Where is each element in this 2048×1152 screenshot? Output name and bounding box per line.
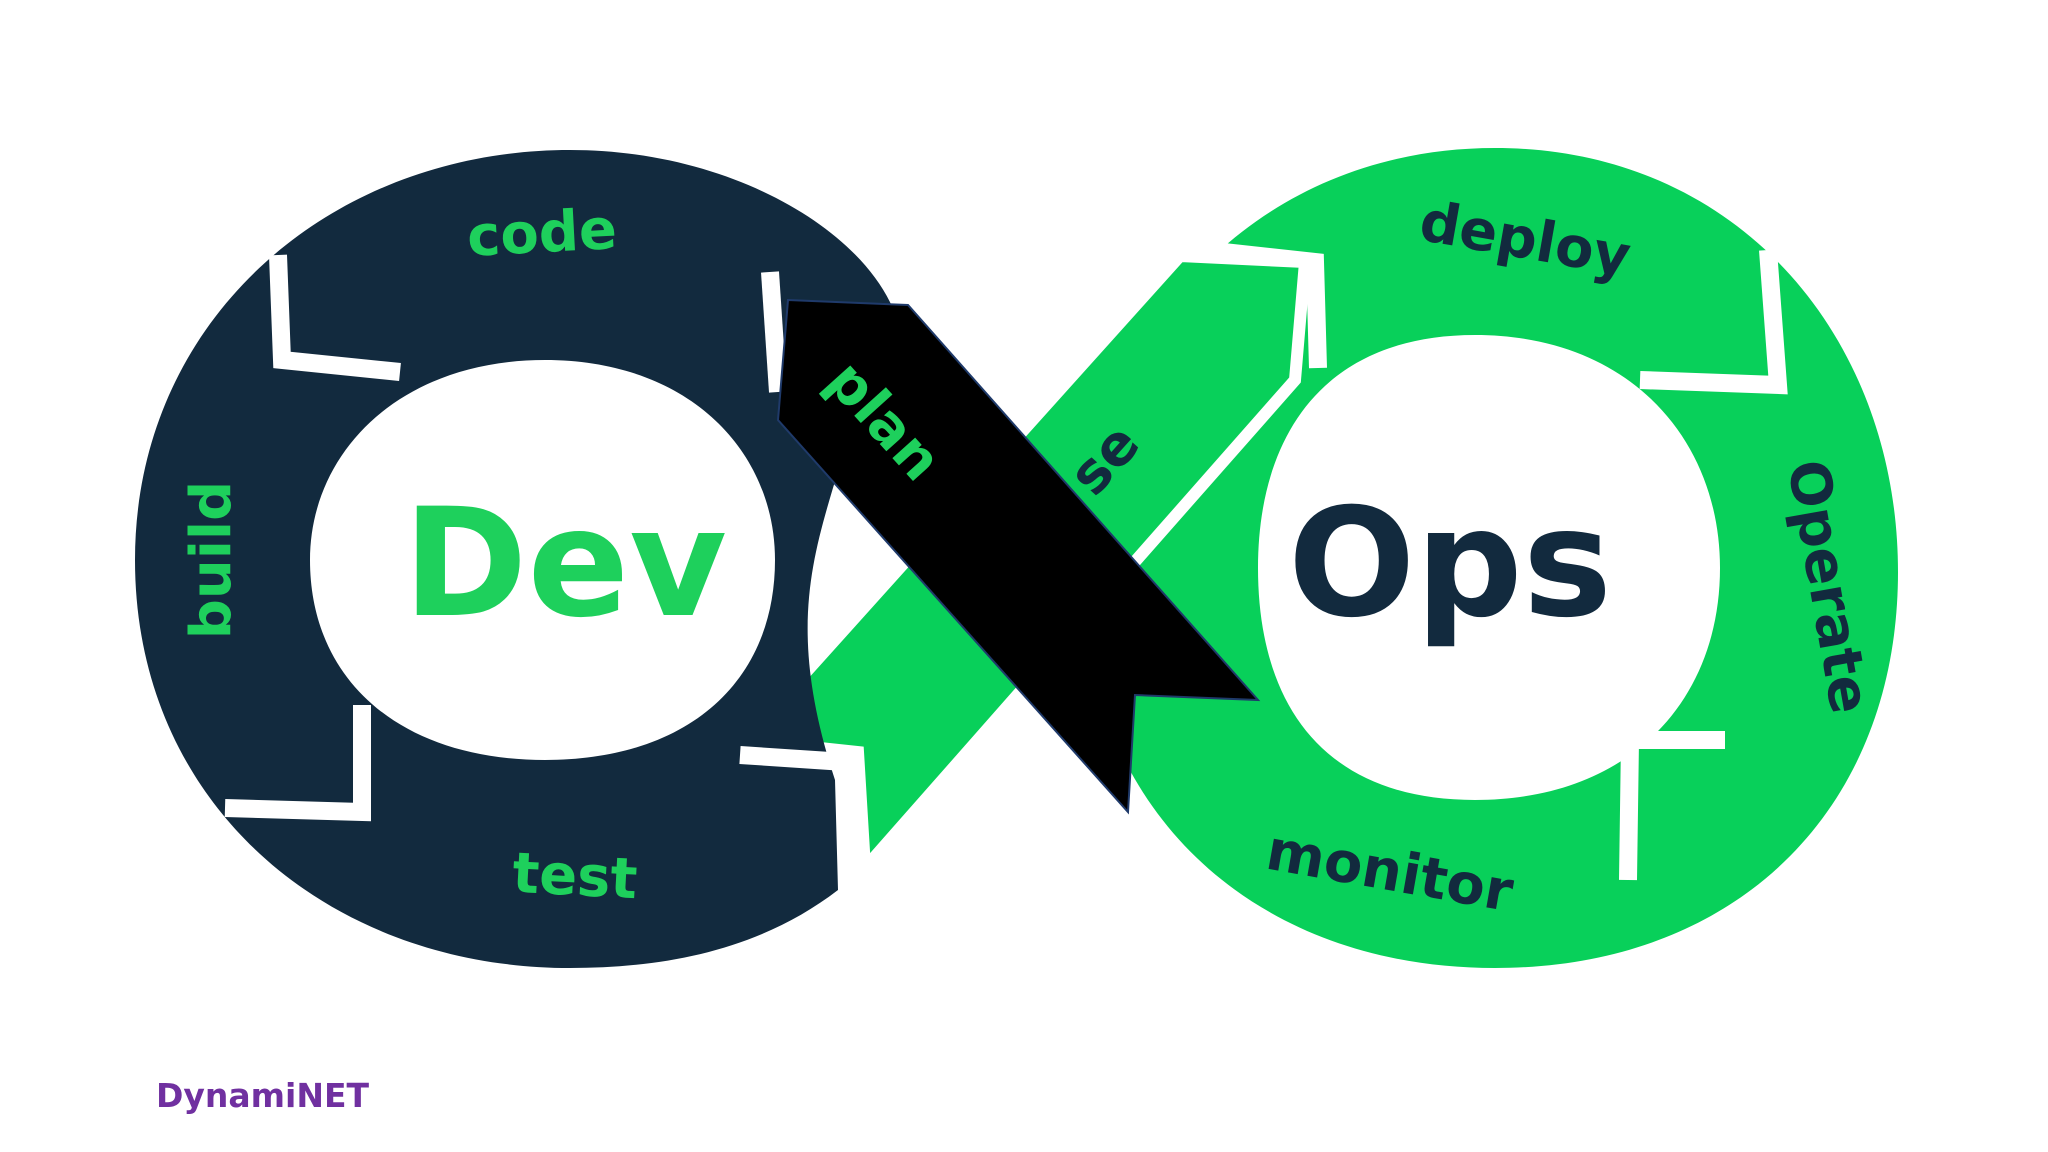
dev-gap-code-build: [269, 254, 401, 381]
dev-gap-build-test: [224, 705, 371, 822]
ops-gap-deploy-operate: [1639, 249, 1788, 395]
dev-gap-code-plan: [761, 271, 787, 393]
ops-gap-operate-monitor: [1619, 731, 1725, 881]
stage-label-build: build: [179, 481, 244, 639]
ops-label: Ops: [1288, 477, 1612, 651]
plan-arrow: [776, 298, 1261, 815]
dev-gap-test-release: [739, 746, 861, 881]
stage-label-test: test: [511, 841, 639, 912]
brand-logo-text: DynamiNET: [156, 1076, 370, 1115]
stage-label-code: code: [465, 197, 618, 270]
dev-label: Dev: [403, 477, 727, 651]
dev-ring: [135, 150, 900, 968]
